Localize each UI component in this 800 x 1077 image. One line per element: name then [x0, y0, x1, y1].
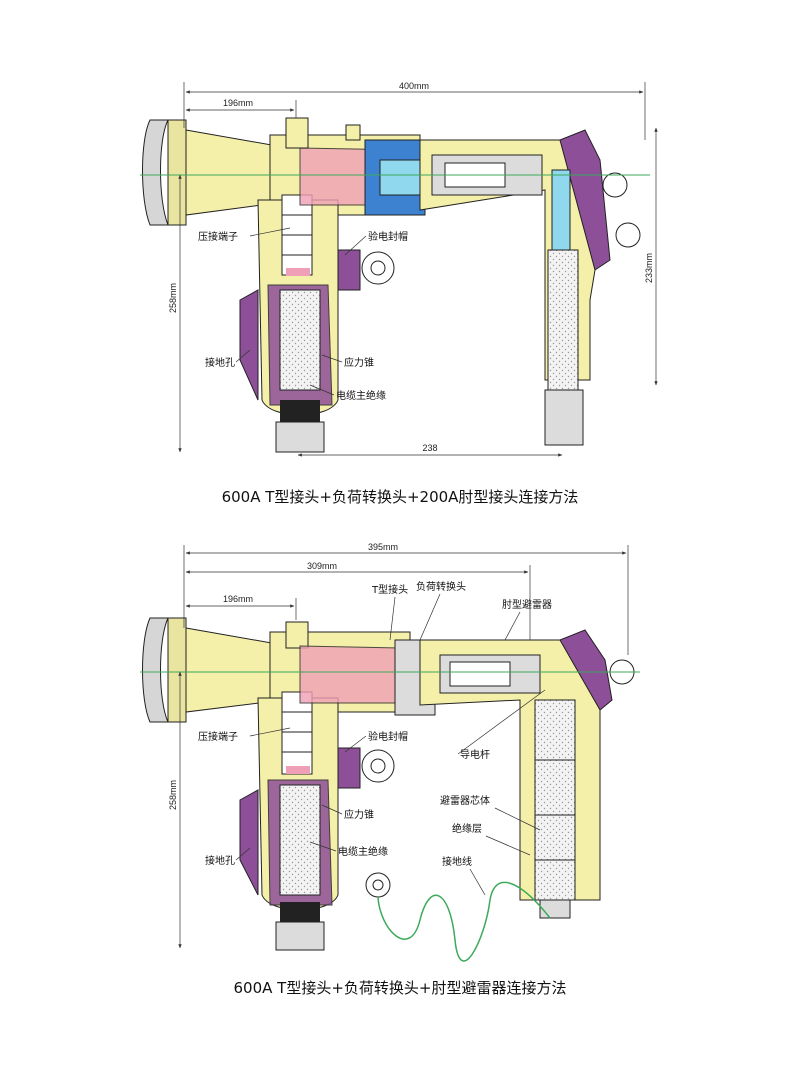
bottom-label-elbow-arrester: 肘型避雷器	[502, 598, 552, 611]
top-elbow-probe	[551, 169, 571, 251]
top-labels: 压接端子 验电封帽 接地孔 应力锥 电缆主绝缘	[198, 227, 408, 402]
bottom-caption: 600A T型接头+负荷转换头+肘型避雷器连接方法	[234, 979, 567, 997]
bottom-diagram: 395mm 309mm 196mm 258mm T型接头 负荷转换头 肘型避雷器…	[140, 542, 640, 997]
top-dim-400: 400mm	[399, 81, 429, 91]
top-dim-258: 258mm	[168, 283, 178, 313]
bottom-label-ground-hole: 接地孔	[205, 854, 235, 867]
top-cable-insulation	[279, 289, 321, 391]
top-caption: 600A T型接头+负荷转换头+200A肘型接头连接方法	[222, 488, 579, 506]
bottom-label-test-cap: 验电封帽	[368, 730, 408, 743]
top-label-cable-insul: 电缆主绝缘	[336, 389, 386, 402]
top-dim-196: 196mm	[223, 98, 253, 108]
top-bushing-flange	[167, 119, 187, 226]
bottom-label-ground-wire: 接地线	[442, 855, 472, 868]
top-t-post	[285, 117, 309, 149]
top-label-test-cap: 验电封帽	[368, 230, 408, 243]
bottom-label-stress-cone: 应力锥	[344, 808, 374, 821]
bottom-ground-wire	[377, 881, 551, 962]
top-cable	[275, 421, 325, 453]
bottom-label-arrester-core: 避雷器芯体	[440, 794, 490, 807]
top-bushing-cap	[142, 119, 169, 226]
top-label-stress-cone: 应力锥	[344, 356, 374, 369]
bottom-dim-395: 395mm	[368, 542, 398, 552]
top-label-ground-hole: 接地孔	[205, 356, 235, 369]
bottom-bushing-cap	[142, 617, 169, 723]
bottom-label-t-joint: T型接头	[371, 583, 408, 596]
bottom-bushing-flange	[167, 617, 187, 723]
bottom-cable-insulation	[279, 784, 321, 896]
bottom-label-conductor-rod: 导电杆	[460, 748, 490, 761]
bottom-label-crimp: 压接端子	[198, 730, 238, 743]
bottom-ground-flap	[239, 789, 259, 896]
top-elbow-rubber	[559, 129, 611, 271]
top-ground-flap	[239, 289, 259, 401]
top-dim-233: 233mm	[644, 253, 654, 283]
bottom-arrester-core	[534, 699, 576, 901]
bottom-cable	[275, 921, 325, 951]
top-dim-238: 238	[422, 443, 437, 453]
top-diagram: 400mm 196mm 258mm 233mm 238 压接端子 验电封帽 接地…	[140, 81, 658, 506]
top-label-crimp: 压接端子	[198, 230, 238, 243]
bottom-labels: T型接头 负荷转换头 肘型避雷器 压接端子 验电封帽 导电杆 避雷器芯体 应力锥…	[198, 580, 552, 896]
top-elbow-cable	[547, 249, 579, 391]
top-dimensions: 400mm 196mm 258mm 233mm 238	[168, 81, 658, 457]
bottom-label-cable-insul: 电缆主绝缘	[338, 845, 388, 858]
top-test-cap	[337, 249, 361, 291]
bottom-dim-258: 258mm	[168, 780, 178, 810]
bottom-dimensions: 395mm 309mm 196mm 258mm	[168, 542, 629, 949]
bottom-test-cap	[337, 747, 361, 789]
bottom-dim-196: 196mm	[223, 594, 253, 604]
bottom-t-post	[285, 621, 309, 649]
bottom-dim-309: 309mm	[307, 561, 337, 571]
bottom-label-insul-layer: 绝缘层	[452, 822, 482, 835]
bottom-crimp-terminal	[281, 691, 313, 775]
bottom-label-load-adapter: 负荷转换头	[416, 580, 466, 593]
bottom-load-adapter-cone	[299, 645, 401, 704]
